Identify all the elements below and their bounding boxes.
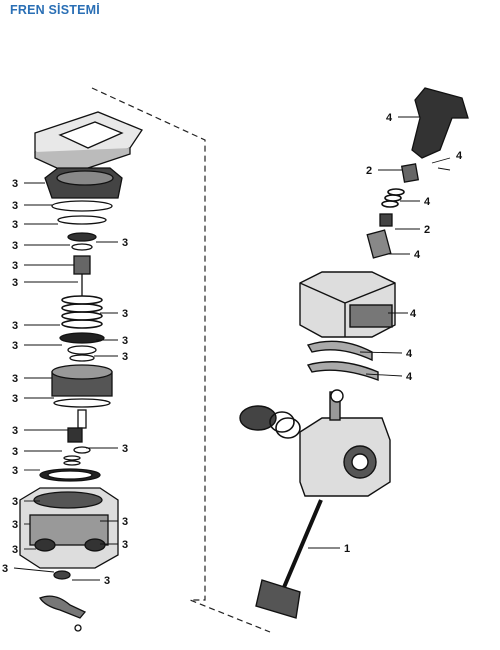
page-title: FREN SİSTEMİ — [10, 3, 100, 17]
callout-right-shoe-upper: 4 — [406, 348, 413, 360]
callout-left-2: 3 — [12, 200, 18, 212]
callout-center-5: 3 — [122, 443, 128, 455]
callout-left-10: 3 — [12, 393, 18, 405]
callout-left-15: 3 — [12, 519, 18, 531]
callout-right-shoe-lower: 4 — [406, 371, 413, 383]
callout-left-7: 3 — [12, 320, 18, 332]
spring-cup — [239, 405, 277, 431]
stem-tip — [366, 229, 392, 259]
callout-labels-center: 3 3 3 3 3 3 3 3 — [104, 237, 128, 587]
callout-left-16: 3 — [12, 544, 18, 556]
callout-left-5: 3 — [12, 260, 18, 272]
callout-left-6: 3 — [12, 277, 18, 289]
callout-left-17: 3 — [2, 563, 8, 575]
callout-left-9: 3 — [12, 373, 18, 385]
callout-labels-right: 4 2 4 4 2 4 4 4 4 1 — [344, 112, 463, 555]
callout-right-pin: 4 — [456, 150, 463, 162]
callout-center-4: 3 — [122, 351, 128, 363]
callout-left-11: 3 — [12, 425, 18, 437]
small-nut — [67, 427, 83, 443]
seal-ring — [51, 200, 113, 212]
callout-center-1: 3 — [122, 237, 128, 249]
brake-shoe-lower — [306, 361, 379, 382]
callout-left-14: 3 — [12, 496, 18, 508]
callout-center-8: 3 — [104, 575, 110, 587]
actuator-assembly — [239, 389, 391, 619]
handle-collar — [400, 163, 420, 183]
cam-housing — [299, 271, 396, 382]
callout-center-6: 3 — [122, 516, 128, 528]
small-spring — [63, 455, 81, 466]
handle-spring — [381, 188, 405, 208]
callouts-right — [308, 116, 451, 549]
push-rod — [280, 499, 323, 593]
rod-end-fork — [255, 579, 301, 619]
brake-shoe-upper — [306, 340, 373, 362]
callout-left-8: 3 — [12, 340, 18, 352]
callout-right-handle: 4 — [386, 112, 393, 124]
callout-left-3: 3 — [12, 219, 18, 231]
valve-stack-left — [19, 111, 143, 632]
callout-left-1: 3 — [12, 178, 18, 190]
callout-right-washer: 2 — [424, 224, 430, 236]
callouts-center — [72, 241, 118, 581]
return-spring — [269, 411, 301, 439]
callout-center-7: 3 — [122, 539, 128, 551]
callout-left-12: 3 — [12, 446, 18, 458]
callout-left-13: 3 — [12, 465, 18, 477]
handle-assembly — [366, 87, 469, 259]
callouts-left — [13, 182, 78, 573]
lever-arm — [39, 595, 87, 619]
spring — [61, 295, 103, 329]
callout-right-housing: 4 — [410, 308, 417, 320]
callout-center-2: 3 — [122, 308, 128, 320]
dashed-boundary — [91, 87, 271, 633]
bottom-washer — [53, 570, 71, 580]
callout-right-tip: 4 — [414, 249, 421, 261]
valve-block — [73, 255, 91, 275]
callout-right-rod: 1 — [344, 543, 350, 555]
callout-right-collar: 2 — [366, 165, 372, 177]
callout-labels-left: 3 3 3 3 3 3 3 3 3 3 3 3 3 3 3 3 3 — [2, 178, 18, 575]
callout-center-3: 3 — [122, 335, 128, 347]
callout-left-4: 3 — [12, 240, 18, 252]
t-handle — [411, 87, 469, 159]
callout-right-spring: 4 — [424, 196, 431, 208]
